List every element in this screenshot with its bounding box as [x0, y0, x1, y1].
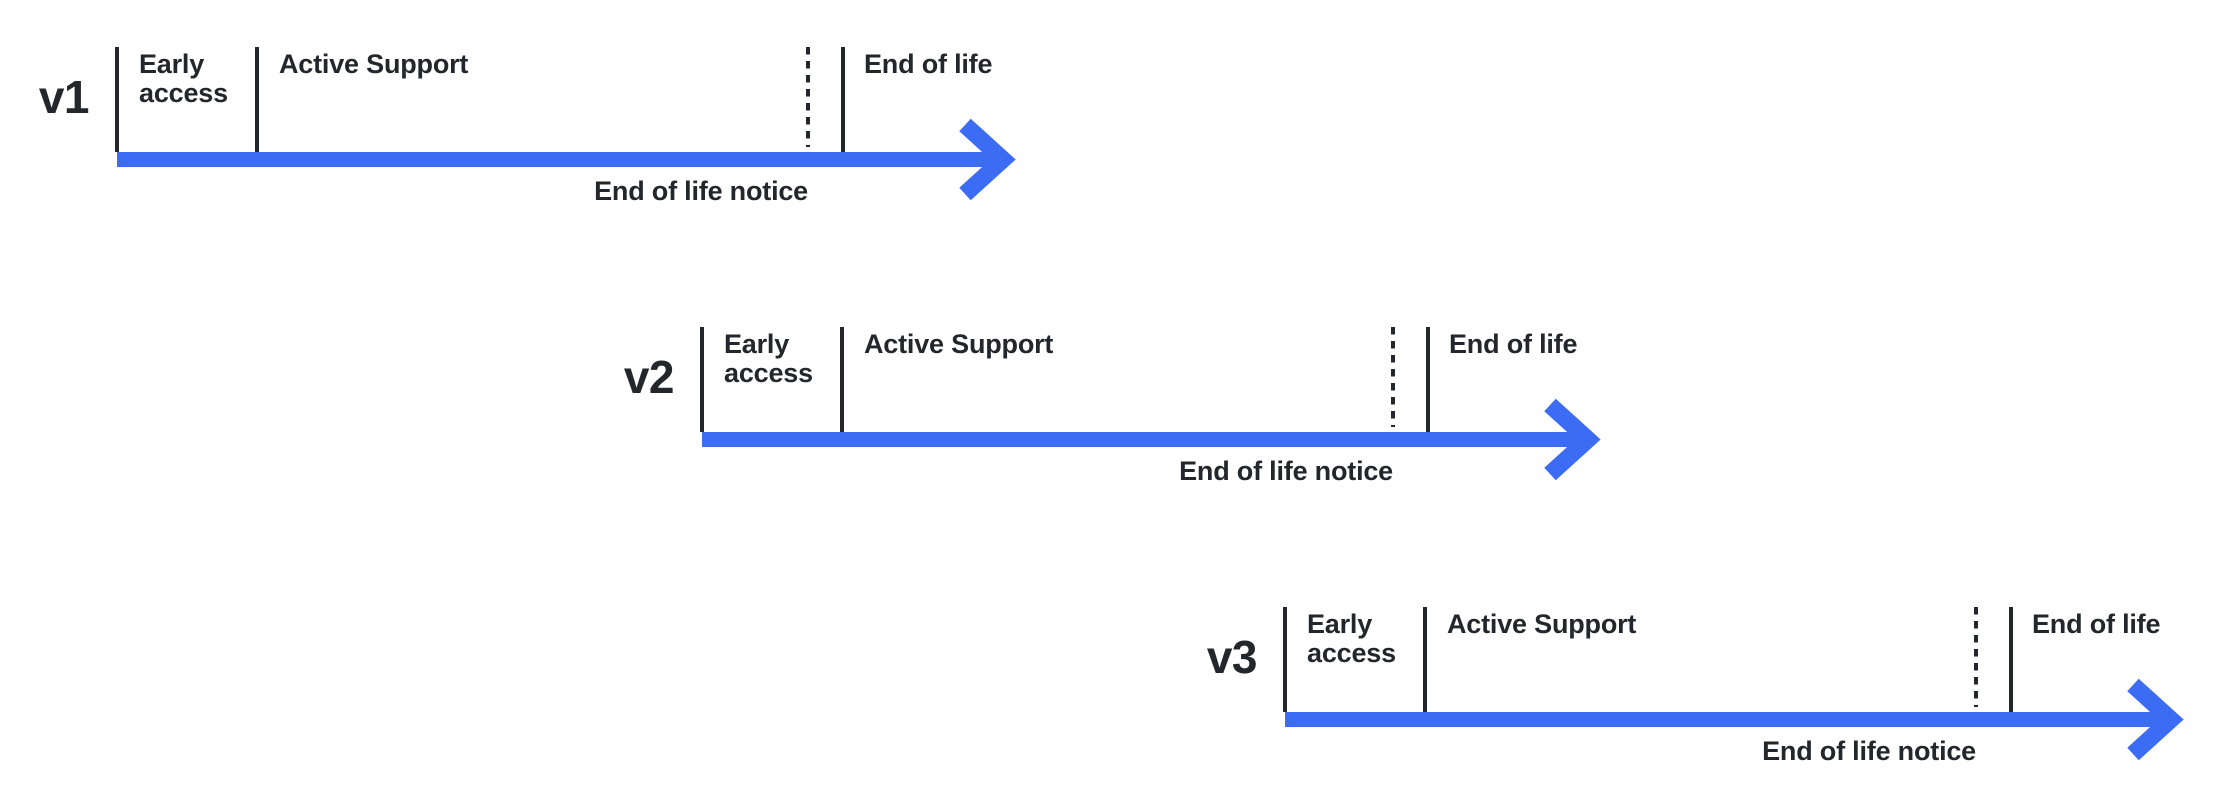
phase-label-active-support: Active Support [279, 49, 469, 79]
phase-label-active-support: Active Support [1447, 609, 1637, 639]
phase-label-end-of-life-notice: End of life notice [594, 176, 808, 206]
phase-label-end-of-life-notice: End of life notice [1179, 456, 1393, 486]
phase-label-early-access: Early access [1307, 609, 1396, 668]
arrow-right-icon [1544, 398, 1601, 481]
timeline-graphics-v2 [700, 327, 1601, 481]
timeline-graphics-v1 [115, 47, 1016, 201]
phase-label-end-of-life: End of life [1449, 329, 1578, 359]
version-label: v2 [623, 351, 675, 403]
arrow-right-icon [2127, 678, 2184, 761]
arrow-right-icon [959, 118, 1016, 201]
phase-label-early-access: Early access [139, 49, 228, 108]
timeline-graphics-v3 [1283, 607, 2184, 761]
version-label: v1 [38, 71, 90, 123]
phase-label-end-of-life: End of life [864, 49, 993, 79]
phase-label-active-support: Active Support [864, 329, 1054, 359]
version-label: v3 [1206, 631, 1258, 683]
phase-label-end-of-life: End of life [2032, 609, 2161, 639]
timeline-row-v3: v3 Early access Active Support End of li… [1195, 607, 2228, 807]
phase-label-end-of-life-notice: End of life notice [1762, 736, 1976, 766]
phase-label-early-access: Early access [724, 329, 813, 388]
timeline-row-v2: v2 Early access Active Support End of li… [612, 327, 1732, 527]
timeline-row-v1: v1 Early access Active Support End of li… [27, 47, 1147, 247]
